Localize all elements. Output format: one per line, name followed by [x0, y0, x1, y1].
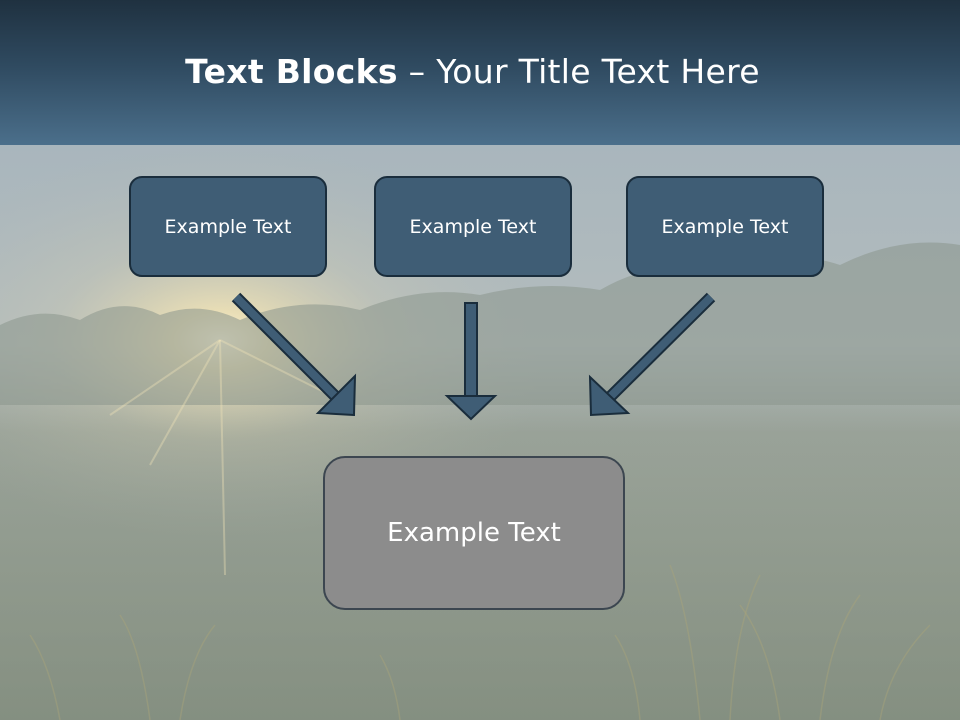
title-bold: Text Blocks [185, 52, 398, 91]
slide-title: Text Blocks – Your Title Text Here [0, 52, 945, 91]
text-box-left: Example Text [129, 176, 327, 277]
title-bar: Text Blocks – Your Title Text Here [0, 0, 960, 145]
arrow-center-down [444, 302, 498, 421]
text-box-right: Example Text [626, 176, 824, 277]
title-dash: – [397, 52, 437, 91]
title-rest: Your Title Text Here [436, 52, 760, 91]
arrow-right-diagonal [588, 292, 716, 417]
text-box-center: Example Text [374, 176, 572, 277]
arrow-left-diagonal [231, 292, 357, 417]
text-box-bottom: Example Text [323, 456, 625, 610]
